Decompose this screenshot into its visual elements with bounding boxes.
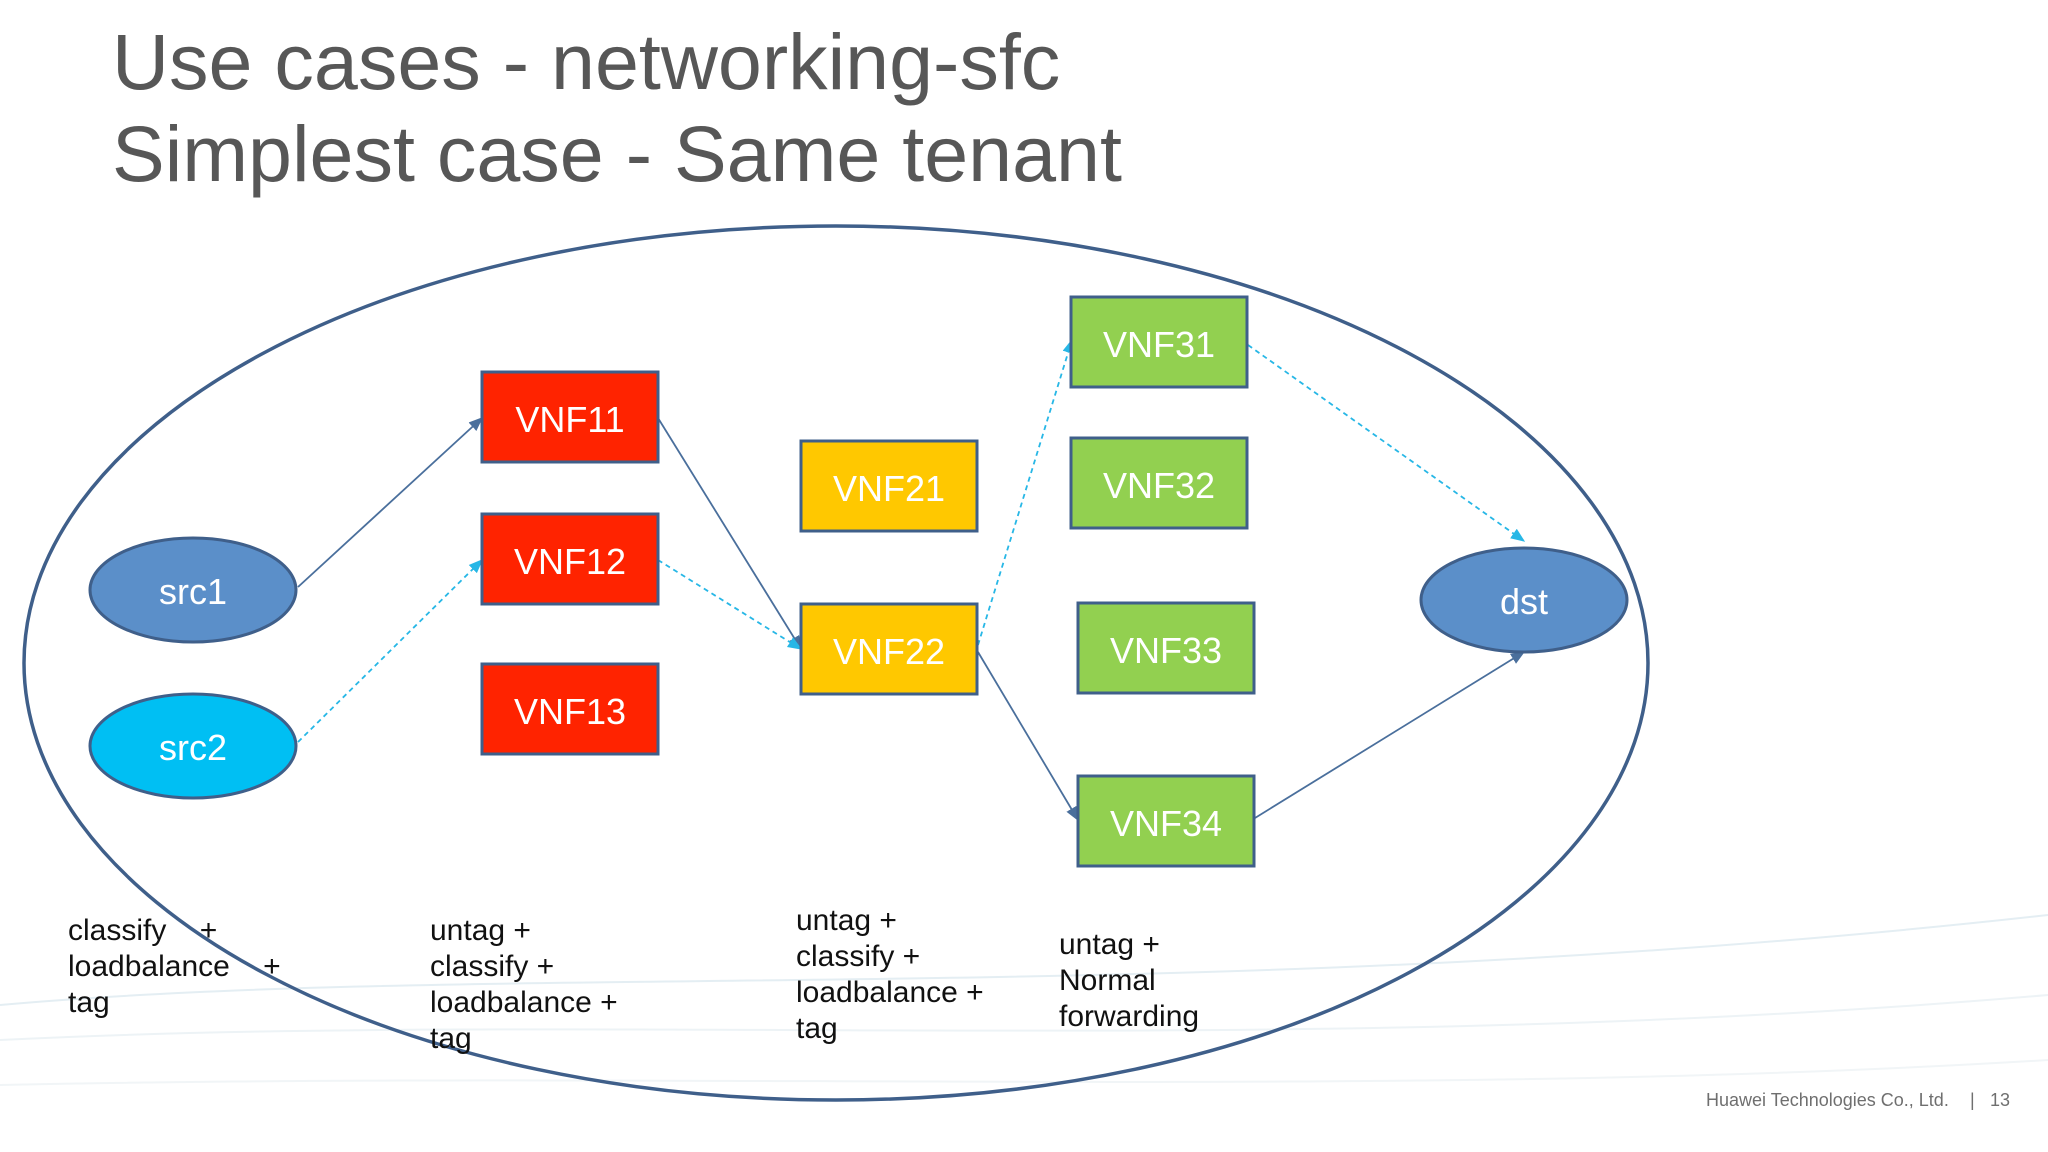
src2-node: src2 bbox=[88, 692, 298, 800]
vnf31-label: VNF31 bbox=[1103, 324, 1215, 365]
edge-vnf12-vnf22 bbox=[657, 559, 803, 650]
annotation-stage3: untag + Normal forwarding bbox=[1059, 928, 1200, 1033]
vnf22-label: VNF22 bbox=[833, 631, 945, 672]
vnf33-box: VNF33 bbox=[1076, 601, 1256, 695]
edge-src2-vnf12 bbox=[297, 558, 484, 743]
vnf31-box: VNF31 bbox=[1069, 295, 1249, 389]
edge-vnf11-vnf22 bbox=[657, 417, 802, 651]
tenant-boundary bbox=[22, 224, 1650, 1102]
edge-src1-vnf11 bbox=[297, 417, 484, 588]
vnf11-box: VNF11 bbox=[480, 370, 660, 464]
dst-node: dst bbox=[1419, 546, 1629, 654]
vnf32-label: VNF32 bbox=[1103, 465, 1215, 506]
footer-company: Huawei Technologies Co., Ltd. bbox=[1706, 1090, 1949, 1110]
edge-vnf31-dst bbox=[1247, 344, 1526, 542]
vnf32-box: VNF32 bbox=[1069, 436, 1249, 530]
src1-label: src1 bbox=[159, 571, 227, 612]
slide-title-line-2: Simplest case - Same tenant bbox=[112, 109, 1122, 198]
vnf22-box: VNF22 bbox=[799, 602, 979, 696]
vnf21-box: VNF21 bbox=[799, 439, 979, 533]
edge-vnf22-vnf34 bbox=[977, 651, 1079, 822]
vnf12-label: VNF12 bbox=[514, 541, 626, 582]
vnf34-box: VNF34 bbox=[1076, 774, 1256, 868]
dst-label: dst bbox=[1500, 581, 1548, 622]
slide-title-line-1: Use cases - networking-sfc bbox=[112, 17, 1061, 106]
src1-node: src1 bbox=[88, 536, 298, 644]
footer-page-number: 13 bbox=[1990, 1090, 2011, 1110]
annotation-stage1: untag + classify + loadbalance + tag bbox=[430, 914, 618, 1055]
edge-vnf34-dst bbox=[1254, 651, 1526, 819]
annotation-stage2: untag + classify + loadbalance + tag bbox=[796, 904, 984, 1045]
vnf34-label: VNF34 bbox=[1110, 803, 1222, 844]
vnf13-box: VNF13 bbox=[480, 662, 660, 756]
annotation-source: classify + loadbalance + tag bbox=[68, 914, 281, 1019]
edge-vnf22-vnf31 bbox=[977, 338, 1074, 646]
src2-label: src2 bbox=[159, 727, 227, 768]
vnf33-label: VNF33 bbox=[1110, 630, 1222, 671]
footer-separator: | bbox=[1970, 1090, 1975, 1110]
vnf12-box: VNF12 bbox=[480, 512, 660, 606]
vnf11-label: VNF11 bbox=[515, 399, 624, 440]
vnf13-label: VNF13 bbox=[514, 691, 626, 732]
vnf21-label: VNF21 bbox=[833, 468, 945, 509]
